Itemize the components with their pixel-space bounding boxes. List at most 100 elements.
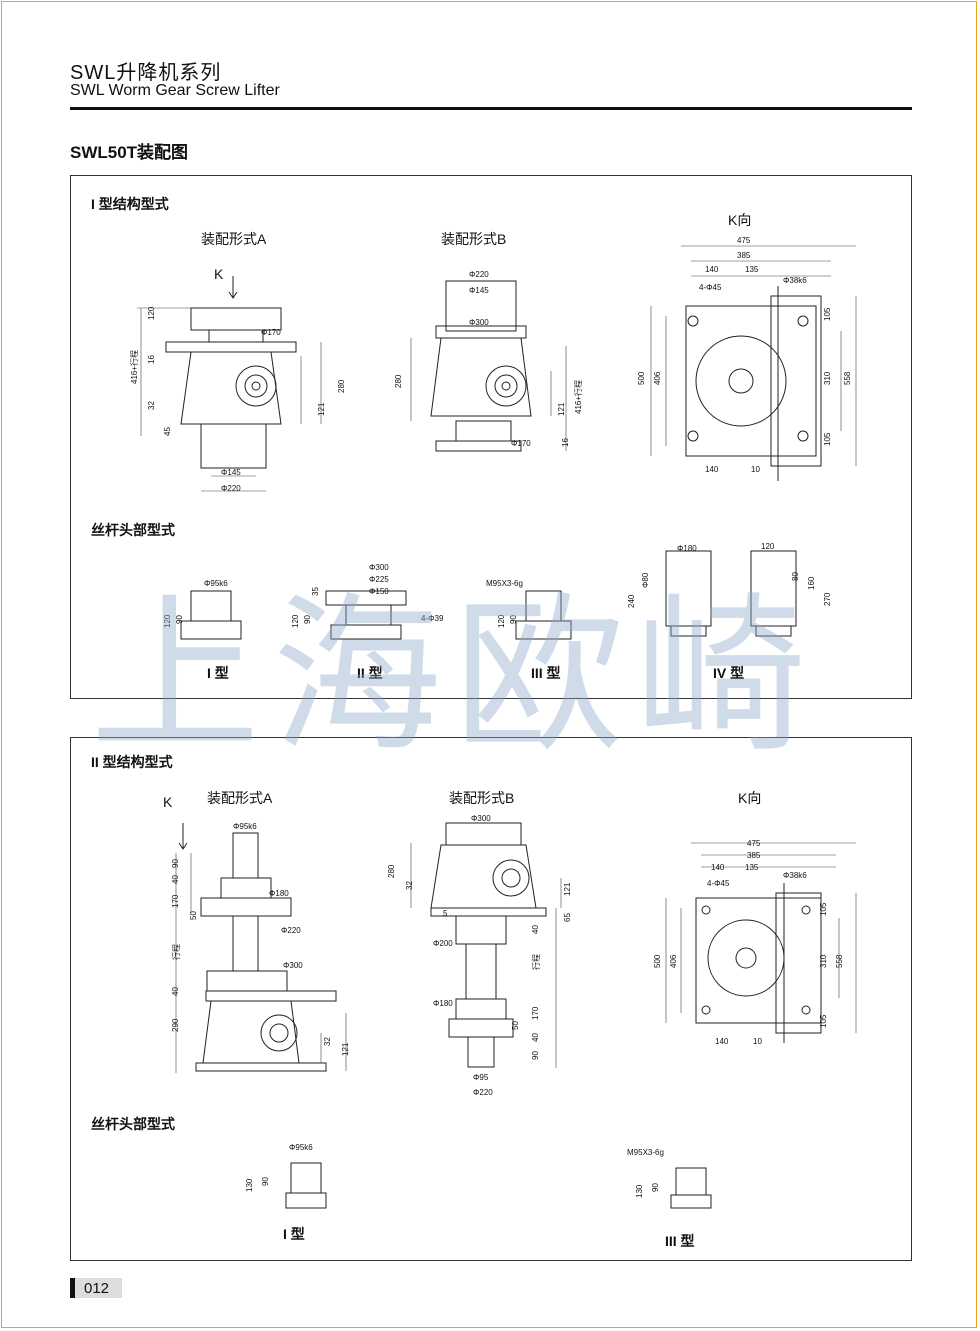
p2k-holes: 4-Φ45 xyxy=(707,879,730,888)
p1h-h120b: 120 xyxy=(291,614,300,628)
p1k-d105a: 105 xyxy=(823,307,832,321)
p2k-d475: 475 xyxy=(747,839,761,848)
p2k-d500: 500 xyxy=(653,954,662,968)
p2b-d170: 170 xyxy=(531,1006,540,1020)
panel1-title: I 型结构型式 xyxy=(91,196,169,212)
p1h-phi225: Φ225 xyxy=(369,575,389,584)
p2b-d90: 90 xyxy=(531,1051,540,1060)
p2b-d40b: 40 xyxy=(531,1033,540,1042)
p1h-d120: 120 xyxy=(761,542,775,551)
panel2-screw-heads-title: 丝杆头部型式 xyxy=(91,1116,175,1132)
p1b-phi220: Φ220 xyxy=(469,270,489,279)
p1b-d280: 280 xyxy=(394,374,403,388)
p2h-h130b: 130 xyxy=(635,1184,644,1198)
p2k-d135: 135 xyxy=(745,863,759,872)
p2b-phi180: Φ180 xyxy=(433,999,453,1008)
p2b-d65: 65 xyxy=(563,913,572,922)
p1b-d416: 416+行程 xyxy=(574,379,583,414)
p2a-d290: 290 xyxy=(171,1018,180,1032)
p2h-h90a: 90 xyxy=(261,1177,270,1186)
panel1-k-view: K向 xyxy=(728,212,752,228)
p2b-phi220: Φ220 xyxy=(473,1088,493,1097)
p2a-phi180: Φ180 xyxy=(269,889,289,898)
panel-type1-structure: I 型结构型式 装配形式A 装配形式B K向 K 120 16 416+行程 3… xyxy=(70,175,912,699)
p1h-h90c: 90 xyxy=(509,615,518,624)
p2h-phi95: Φ95k6 xyxy=(289,1143,313,1152)
p1b-phi300: Φ300 xyxy=(469,318,489,327)
p2a-d32: 32 xyxy=(323,1037,332,1046)
p1b-d121: 121 xyxy=(557,402,566,416)
p2a-d40b: 40 xyxy=(171,987,180,996)
p1h-m95: M95X3-6g xyxy=(486,579,523,588)
p2k-d406: 406 xyxy=(669,954,678,968)
p1h-phi180: Φ180 xyxy=(677,544,697,553)
p1h-phi150: Φ150 xyxy=(369,587,389,596)
p1a-d16: 16 xyxy=(147,355,156,364)
panel2-k-label: K xyxy=(163,794,173,810)
p1k-d406: 406 xyxy=(653,371,662,385)
p2a-d40a: 40 xyxy=(171,875,180,884)
page-number: 012 xyxy=(84,1280,110,1297)
p1a-d416: 416+行程 xyxy=(130,349,139,384)
p1h-phi95: Φ95k6 xyxy=(204,579,228,588)
p2a-phi300: Φ300 xyxy=(283,961,303,970)
p1k-d135: 135 xyxy=(745,265,759,274)
p2b-d40a: 40 xyxy=(531,925,540,934)
panel1-type-2: II 型 xyxy=(357,665,383,681)
p2b-d280: 280 xyxy=(387,864,396,878)
p1b-d16: 16 xyxy=(561,438,570,447)
p1h-holes39: 4-Φ39 xyxy=(421,614,444,623)
p1k-phi38: Φ38k6 xyxy=(783,276,807,285)
panel2-drawing-a xyxy=(175,823,347,1073)
p1h-h120c: 120 xyxy=(497,614,506,628)
p1h-h120a: 120 xyxy=(163,614,172,628)
p2a-phi220: Φ220 xyxy=(281,926,301,935)
p2k-d105a: 105 xyxy=(819,902,828,916)
panel1-type-4: IV 型 xyxy=(713,665,745,681)
p1h-h90a: 90 xyxy=(175,615,184,624)
panel2-assembly-a: 装配形式A xyxy=(207,790,273,806)
panel1-screw-heads-drawings xyxy=(180,550,797,640)
p2a-d170: 170 xyxy=(171,894,180,908)
p1k-d475: 475 xyxy=(737,236,751,245)
panel2-k-view: K向 xyxy=(738,790,762,806)
panel1-drawing-a xyxy=(137,276,322,492)
p2k-d140t: 140 xyxy=(711,863,725,872)
panel1-drawing-b xyxy=(410,280,567,452)
page-number-box xyxy=(70,1278,122,1298)
p2a-d50: 50 xyxy=(189,911,198,920)
p1a-d280: 280 xyxy=(337,379,346,393)
p1k-holes: 4-Φ45 xyxy=(699,283,722,292)
p1a-d45: 45 xyxy=(163,427,172,436)
p2a-stroke: 行程 xyxy=(172,944,181,960)
p1h-d270: 270 xyxy=(823,592,832,606)
p1k-d10: 10 xyxy=(751,465,760,474)
p1a-d121: 121 xyxy=(317,402,326,416)
p2k-d385: 385 xyxy=(747,851,761,860)
p1h-d240: 240 xyxy=(627,594,636,608)
p2k-d105b: 105 xyxy=(819,1014,828,1028)
p2b-phi300: Φ300 xyxy=(471,814,491,823)
p2h-h130a: 130 xyxy=(245,1178,254,1192)
p2k-d558: 558 xyxy=(835,954,844,968)
panel2-title: II 型结构型式 xyxy=(91,754,173,770)
panel1-assembly-a: 装配形式A xyxy=(201,231,267,247)
p1h-d160: 160 xyxy=(807,576,816,590)
p1k-d500: 500 xyxy=(637,371,646,385)
p1k-d140t: 140 xyxy=(705,265,719,274)
p1a-phi220: Φ220 xyxy=(221,484,241,493)
header-title-en: SWL Worm Gear Screw Lifter xyxy=(70,82,280,99)
panel1-type-1: I 型 xyxy=(207,665,229,681)
p2k-d10: 10 xyxy=(753,1037,762,1046)
panel2-assembly-b: 装配形式B xyxy=(449,790,515,806)
p1h-h90b: 90 xyxy=(303,615,312,624)
p1h-d80: 80 xyxy=(791,572,800,581)
p2a-d121: 121 xyxy=(341,1042,350,1056)
p2k-phi38: Φ38k6 xyxy=(783,871,807,880)
p2a-d90: 90 xyxy=(171,859,180,868)
p1k-d385: 385 xyxy=(737,251,751,260)
p1a-phi145: Φ145 xyxy=(221,468,241,477)
header-title-cn: SWL升降机系列 xyxy=(70,62,222,84)
page-number-bar xyxy=(70,1278,75,1298)
